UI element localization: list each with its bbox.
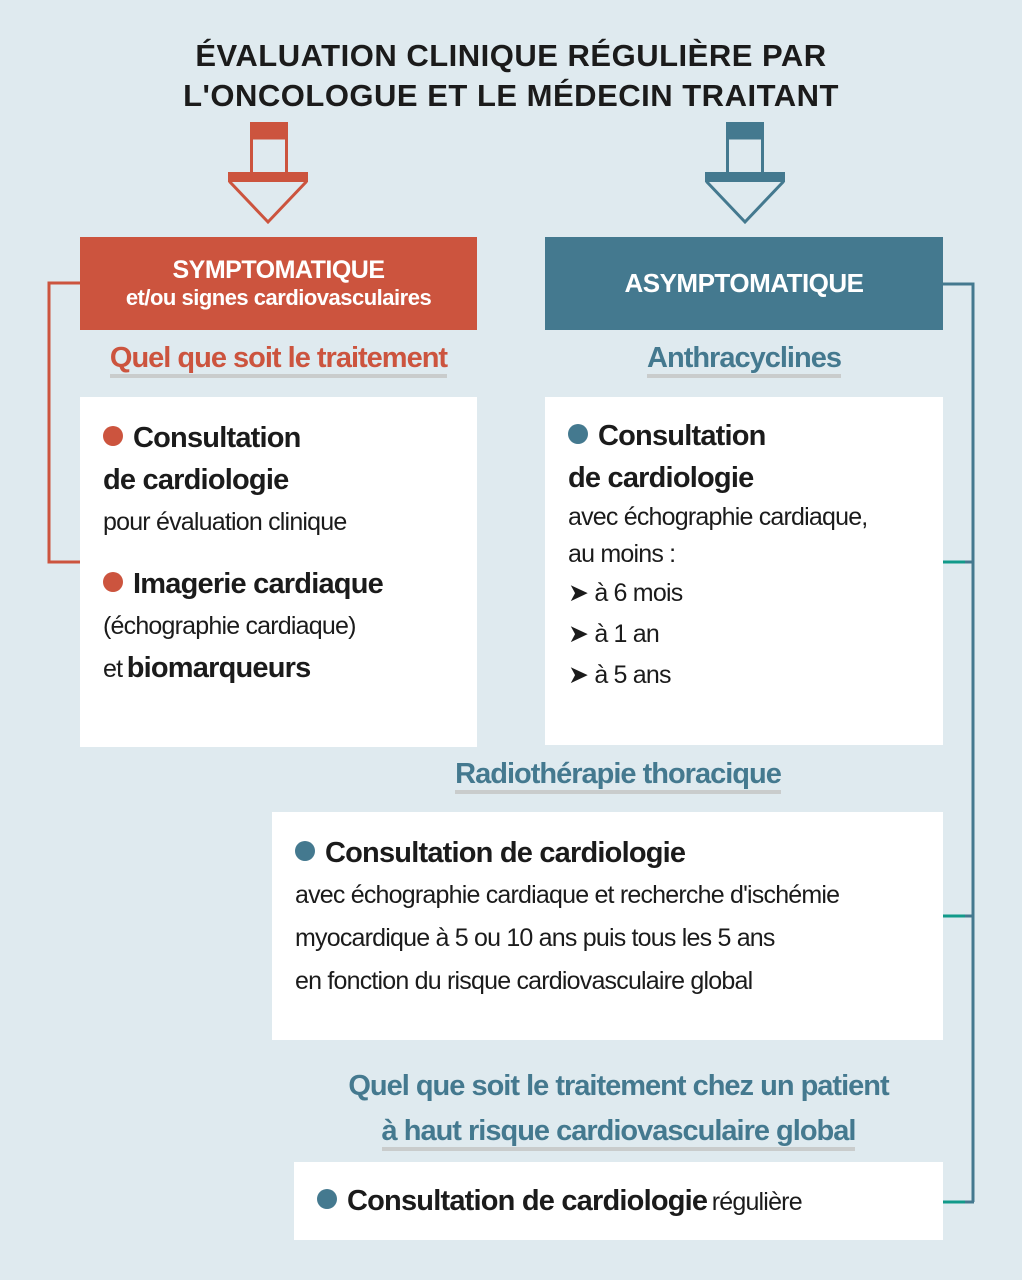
blue-arrow-icon — [705, 122, 785, 225]
title-line-2: L'ONCOLOGUE ET LE MÉDECIN TRAITANT — [183, 78, 839, 113]
item-text: avec échographie cardiaque, — [568, 503, 868, 531]
item-text: et — [103, 655, 123, 683]
arrow-bullet-icon: ➤ — [568, 661, 589, 689]
red-arrow-icon — [228, 122, 308, 225]
item-text: myocardique à 5 ou 10 ans puis tous les … — [295, 924, 775, 952]
bullet-icon — [103, 426, 123, 446]
item-text: (échographie cardiaque) — [103, 612, 356, 640]
item-title: Consultation — [598, 420, 766, 452]
item-title: Consultation de cardiologie — [347, 1184, 708, 1217]
header-line-1: SYMPTOMATIQUE — [172, 256, 385, 284]
schedule-item: ➤ à 1 an — [568, 620, 660, 648]
radiotherapy-box: Consultation de cardiologie avec échogra… — [272, 812, 943, 1040]
bracket-ticks — [943, 560, 974, 1204]
item-text: au moins : — [568, 540, 676, 568]
diagram-title: ÉVALUATION CLINIQUE RÉGULIÈRE PAR L'ONCO… — [0, 36, 1022, 116]
arrow-bullet-icon: ➤ — [568, 620, 589, 648]
item-title: Consultation de cardiologie — [325, 837, 686, 869]
schedule-item: ➤ à 6 mois — [568, 579, 683, 607]
bullet-icon — [317, 1188, 337, 1209]
item-bold: biomarqueurs — [126, 652, 312, 684]
item-text: en fonction du risque cardiovasculaire g… — [295, 967, 753, 995]
item-title-2: de cardiologie — [103, 464, 289, 496]
anthracyclines-subtitle: Anthracyclines — [545, 342, 943, 378]
item-title: Consultation — [133, 422, 301, 454]
left-subtitle: Quel que soit le traitement — [80, 342, 477, 378]
title-line-1: ÉVALUATION CLINIQUE RÉGULIÈRE PAR — [195, 38, 827, 73]
subtitle-line-1: Quel que soit le traitement chez un pati… — [348, 1070, 889, 1102]
radiotherapy-subtitle: Radiothérapie thoracique — [400, 758, 836, 794]
arrow-bullet-icon: ➤ — [568, 579, 589, 607]
header-line-2: et/ou signes cardiovasculaires — [125, 285, 432, 310]
bullet-icon — [295, 841, 315, 861]
bullet-icon — [568, 424, 588, 444]
subtitle-line-2: à haut risque cardiovasculaire global — [381, 1115, 856, 1151]
item-text: régulière — [711, 1187, 803, 1216]
schedule-item: ➤ à 5 ans — [568, 661, 672, 689]
item-title-2: de cardiologie — [568, 462, 754, 494]
symptomatic-header: SYMPTOMATIQUE et/ou signes cardiovascula… — [80, 237, 477, 330]
red-bracket — [47, 281, 80, 564]
high-risk-subtitle: Quel que soit le traitement chez un pati… — [294, 1064, 943, 1154]
blue-bracket — [943, 282, 975, 1202]
asymptomatic-box: Consultation de cardiologie avec échogra… — [545, 397, 943, 745]
item-text: pour évaluation clinique — [103, 508, 347, 536]
bullet-icon — [103, 572, 123, 592]
symptomatic-box: Consultation de cardiologie pour évaluat… — [80, 397, 477, 747]
item-title: Imagerie cardiaque — [133, 568, 384, 600]
asymptomatic-header: ASYMPTOMATIQUE — [545, 237, 943, 330]
high-risk-box: Consultation de cardiologie régulière — [294, 1162, 943, 1240]
item-text: avec échographie cardiaque et recherche … — [295, 881, 840, 909]
